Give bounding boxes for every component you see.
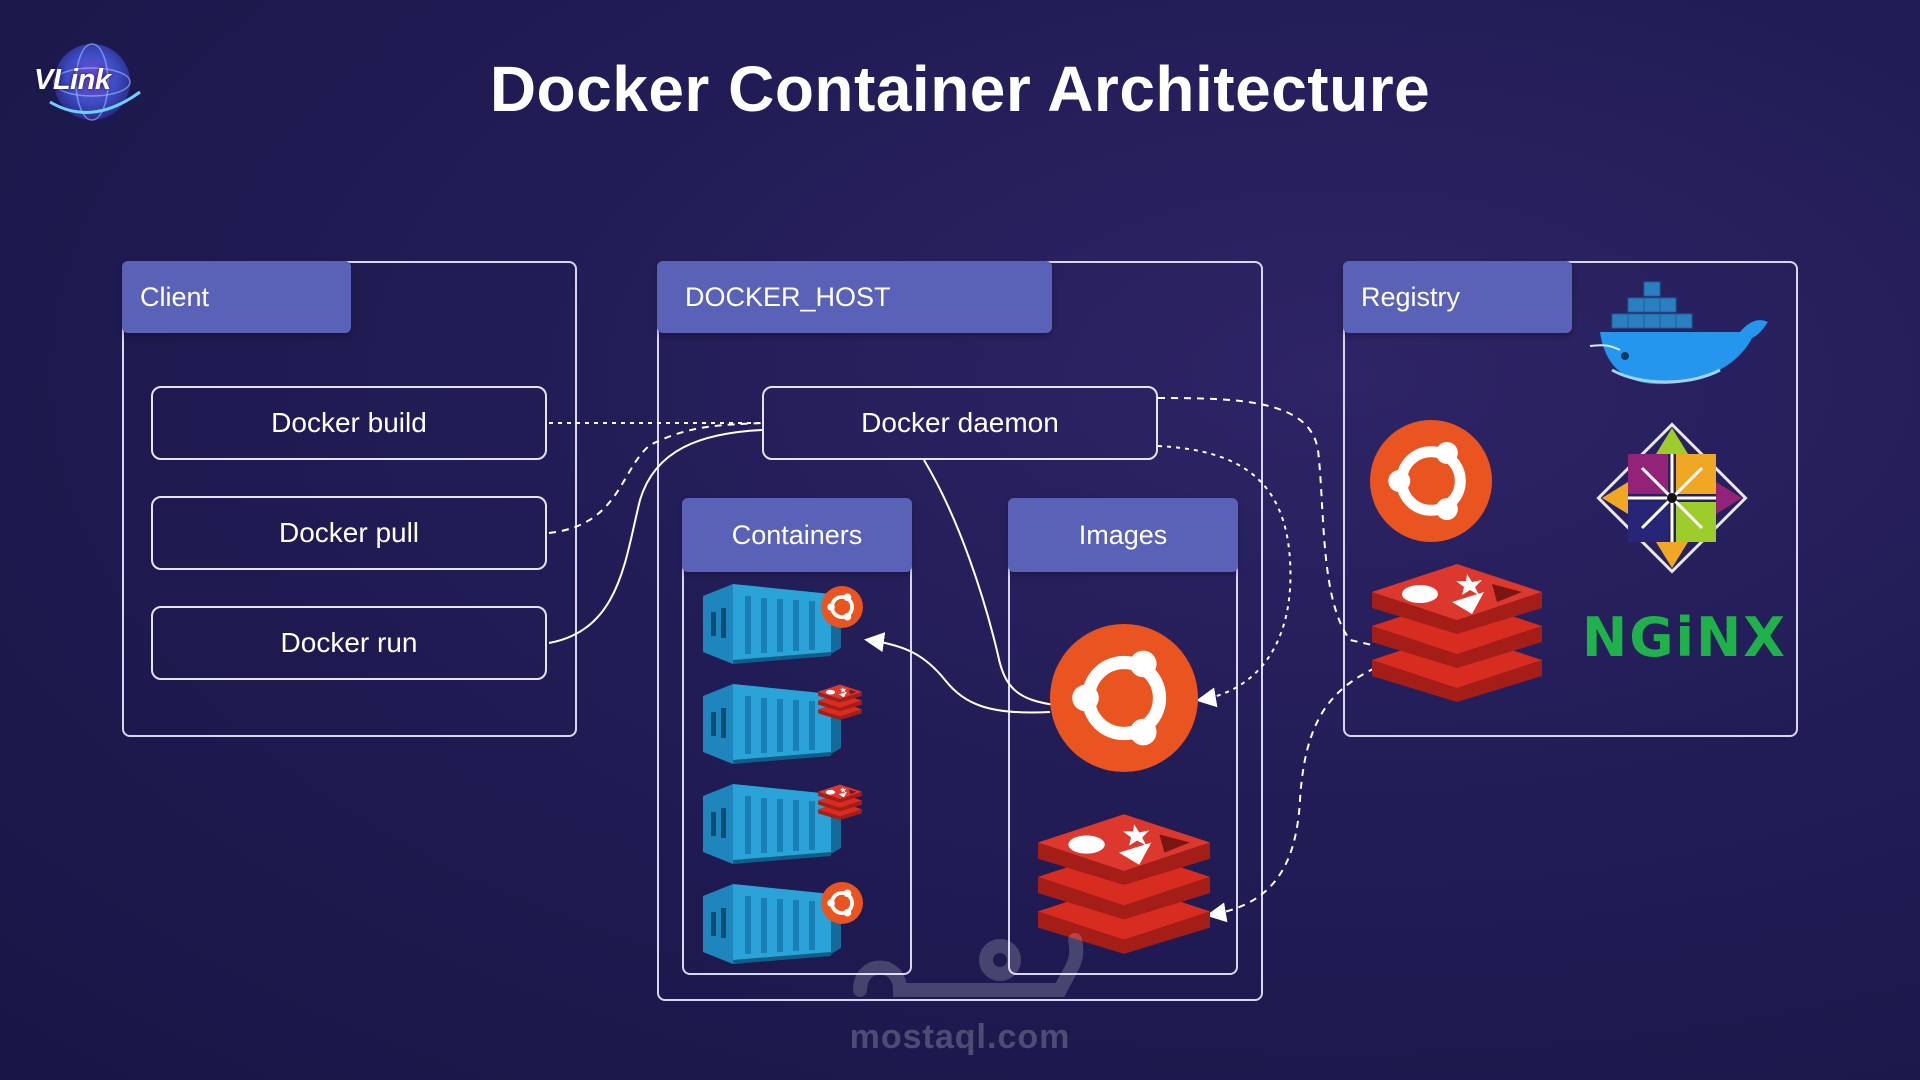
watermark-text: mostaql.com <box>849 1018 1071 1056</box>
connector-pull-daemon <box>548 422 763 534</box>
registry-panel <box>1343 261 1798 737</box>
container-list <box>703 584 863 964</box>
watermark-mark <box>853 933 1084 997</box>
centos-icon <box>1596 422 1748 574</box>
docker-host-header: DOCKER_HOST <box>657 261 1052 333</box>
client-header: Client <box>122 261 351 333</box>
container-icon <box>703 884 841 964</box>
ubuntu-badge-icon <box>821 882 863 924</box>
connector-run-daemon <box>548 429 763 644</box>
container-icon <box>703 584 841 664</box>
docker-daemon-box[interactable]: Docker daemon <box>762 386 1158 460</box>
logo-text: VLink <box>34 64 111 96</box>
connector-image-container <box>864 632 1051 714</box>
ubuntu-registry-icon <box>1370 420 1492 542</box>
docker-whale-icon <box>1589 281 1768 385</box>
vlink-logo <box>30 32 160 132</box>
redis-image-icon <box>1038 814 1210 954</box>
docker-run-command[interactable]: Docker run <box>151 606 547 680</box>
docker-pull-command[interactable]: Docker pull <box>151 496 547 570</box>
nginx-logo: NGiNX <box>1582 606 1787 669</box>
redis-badge-icon <box>818 784 862 820</box>
connector-daemon-image <box>923 459 1056 706</box>
redis-badge-icon <box>818 684 862 720</box>
connector-registry-redis-image <box>1206 667 1376 923</box>
containers-header: Containers <box>682 498 912 572</box>
docker-build-command[interactable]: Docker build <box>151 386 547 460</box>
connector-registry-ubuntu-image <box>1157 445 1292 708</box>
redis-registry-icon <box>1372 564 1542 702</box>
images-header: Images <box>1008 498 1238 572</box>
client-panel <box>122 261 577 737</box>
ubuntu-image-icon <box>1050 624 1198 772</box>
connector-daemon-registry <box>1157 397 1373 646</box>
registry-header: Registry <box>1343 261 1572 333</box>
page-title: Docker Container Architecture <box>489 53 1431 125</box>
ubuntu-badge-icon <box>821 586 863 628</box>
